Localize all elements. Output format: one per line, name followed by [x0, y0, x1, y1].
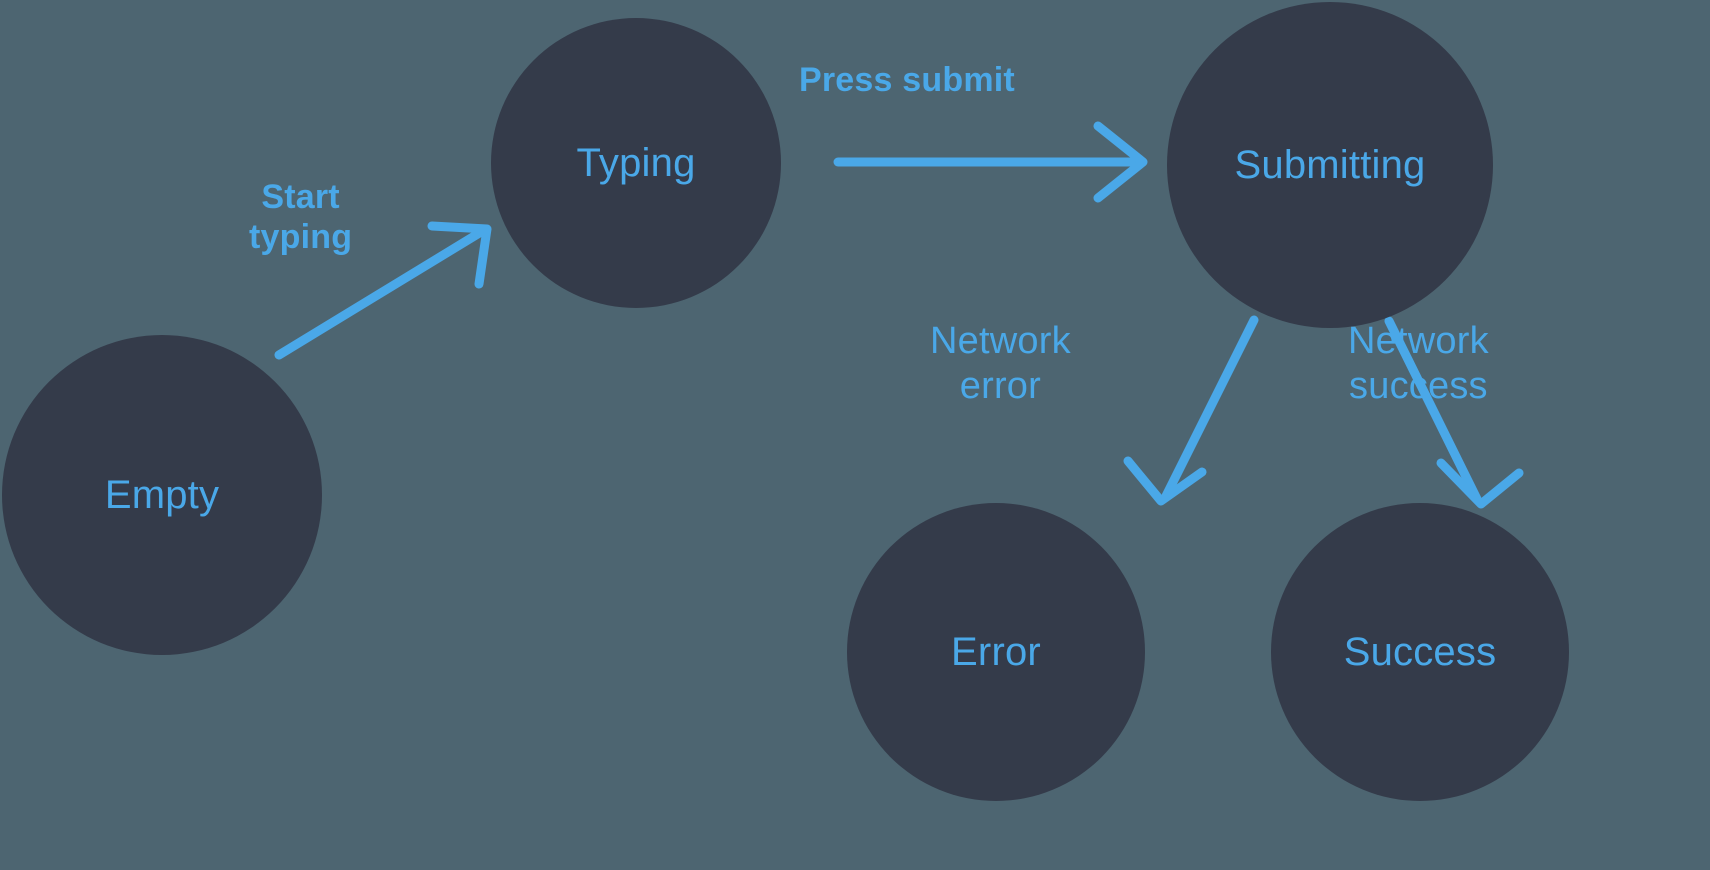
- edge-label-network-error: Network error: [930, 320, 1071, 407]
- edge-label-press-submit: Press submit: [799, 61, 1015, 99]
- edge-press-submit: [833, 121, 1148, 203]
- state-node-error-label: Error: [951, 630, 1041, 674]
- state-node-submitting-label: Submitting: [1234, 143, 1426, 187]
- edge-label-network-success: Network success: [1348, 320, 1489, 407]
- state-node-typing[interactable]: Typing: [491, 18, 781, 308]
- state-node-success-label: Success: [1343, 630, 1497, 674]
- state-node-submitting[interactable]: Submitting: [1167, 2, 1493, 328]
- state-node-typing-label: Typing: [576, 141, 696, 185]
- state-node-success[interactable]: Success: [1271, 503, 1569, 801]
- edge-label-start-typing: Start typing: [249, 178, 353, 257]
- state-node-empty-label: Empty: [104, 473, 220, 517]
- state-node-error[interactable]: Error: [847, 503, 1145, 801]
- edge-network-error: [1123, 315, 1259, 506]
- state-node-empty[interactable]: Empty: [2, 335, 322, 655]
